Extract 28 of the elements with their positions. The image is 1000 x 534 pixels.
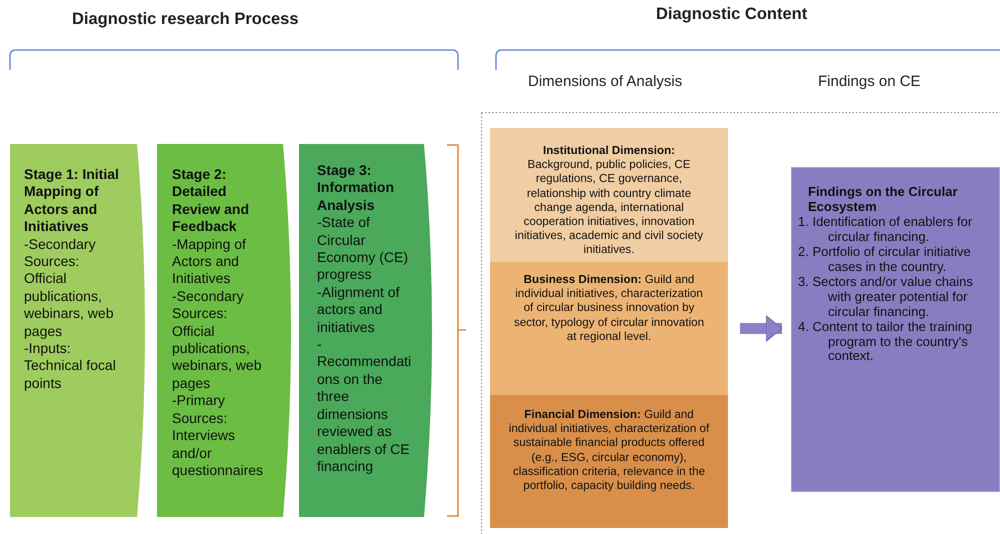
- stage-text: -Secondary Sources: Official publications, webinars, web pages: [24, 236, 114, 340]
- section-heading: Diagnostic Content: [656, 5, 808, 24]
- stage-heading: Stage 2: Detailed Review and Feedback: [172, 166, 250, 236]
- dimension-text: Business Dimension: Guild and individual initiatives, characterization of circular business innovation by sector, typology of circular innovation at regional level.: [512, 273, 706, 344]
- stage-text: -Mapping of Actors and Initiatives: [172, 236, 247, 288]
- stage-heading: Stage 3: Information Analysis: [317, 162, 395, 214]
- stage-text: -Secondary Sources: Official publications, webinars, web pages: [172, 288, 262, 392]
- panel-heading: Findings on the Circular Ecosystem: [808, 184, 959, 214]
- list-item: 2. Portfolio of circular initiative cases in the country.: [798, 245, 972, 274]
- dimension-panel: [490, 262, 728, 395]
- dimension-text: Financial Dimension: Guild and individual initiatives, characterization of sustainable financial products offered (e.g., ESG, circular economy), classification criteria, relevance in the portfolio, capacity building needs.: [508, 408, 710, 494]
- column-heading: Dimensions of Analysis: [528, 73, 682, 90]
- stage-text: -Recommendations on the three dimensions reviewed as enablers of CE financing: [317, 336, 412, 476]
- stage-heading: Stage 1: Initial Mapping of Actors and Initiatives: [24, 166, 120, 236]
- list-item: 3. Sectors and/or value chains with greater potential for circular financing.: [798, 275, 974, 320]
- stage-text: -Primary Sources: Interviews and/or questionnaires: [172, 392, 264, 480]
- dimension-panel: [490, 395, 728, 528]
- dimension-panel: [490, 128, 728, 262]
- dimension-text: Institutional Dimension: Background, public policies, CE regulations, CE governance, relationship with country climate change agenda, international cooperation initiatives, innovation initiatives, academic and civil society initiatives.: [514, 144, 704, 258]
- stage-text: -Inputs: Technical focal points: [24, 340, 117, 392]
- list-item: 4. Content to tailor the training program to the country's context.: [798, 320, 974, 364]
- list-item: 1. Identification of enablers for circular financing.: [798, 215, 974, 244]
- findings-panel: [791, 167, 1000, 492]
- stage-text: -State of Circular Economy (CE) progress: [317, 214, 410, 284]
- section-heading: Diagnostic research Process: [72, 10, 299, 29]
- stage-text: -Alignment of actors and initiatives: [317, 284, 400, 336]
- column-heading: Findings on CE: [818, 73, 921, 90]
- arrow: [740, 315, 782, 342]
